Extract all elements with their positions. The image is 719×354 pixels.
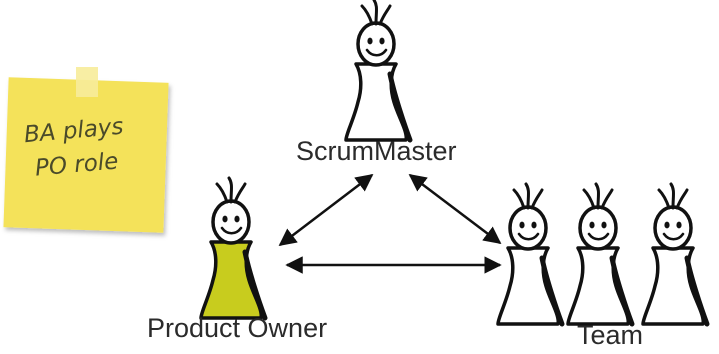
sticky-note <box>3 67 169 233</box>
team-label: Team <box>577 320 644 350</box>
product-owner-figure <box>199 176 268 321</box>
team-member-figure <box>643 184 707 324</box>
scrummaster-figure <box>346 0 410 140</box>
relationship-arrows <box>278 173 502 274</box>
team-figures <box>498 184 707 324</box>
scrummaster-label: ScrumMaster <box>296 136 457 166</box>
arrow-sm-team <box>408 173 502 245</box>
arrow-sm-po <box>278 173 374 247</box>
product-owner-label: Product Owner <box>147 313 328 343</box>
tape-strip <box>76 67 98 97</box>
team-member-figure <box>498 184 562 324</box>
team-member-figure <box>568 184 632 324</box>
